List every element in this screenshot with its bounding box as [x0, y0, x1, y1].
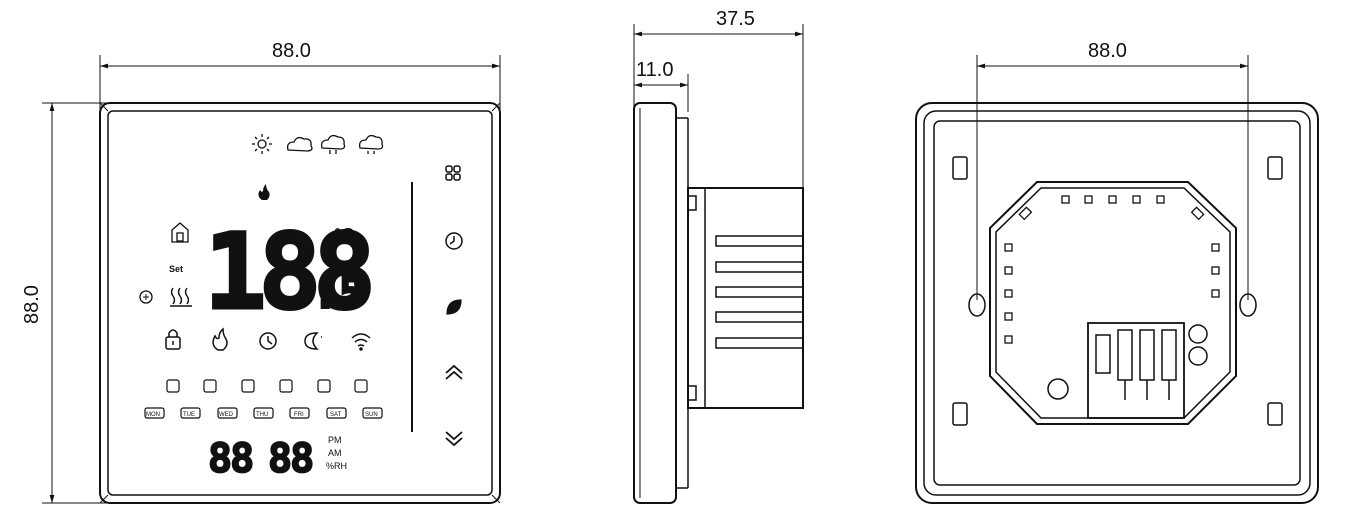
prog-3-icon	[241, 379, 255, 393]
cloud-icon	[286, 136, 313, 152]
heating-icon	[170, 287, 192, 307]
cloud-rain-icon	[320, 134, 346, 154]
front-height-label: 88.0	[21, 285, 43, 324]
main-temperature-display: 188	[204, 211, 370, 333]
house-icon	[171, 222, 189, 243]
temperature-unit: °C	[334, 225, 354, 245]
day-sat: SAT	[330, 412, 342, 418]
prog-4-icon	[279, 379, 293, 393]
front-panel-inner	[107, 110, 493, 496]
prog-2-icon	[203, 379, 217, 393]
clock-icon	[259, 332, 277, 350]
prog-1-icon	[166, 379, 180, 393]
fan-mode-icon	[139, 290, 153, 304]
side-front-depth-label: 11.0	[636, 59, 673, 81]
clock-key-icon	[445, 232, 463, 250]
side-back-box	[687, 187, 804, 409]
moon-icon	[304, 332, 322, 350]
fan-icon	[445, 165, 461, 181]
day-sun: SUN	[365, 412, 378, 418]
terminal-block	[1087, 322, 1185, 419]
leaf-icon	[446, 299, 462, 315]
chevron-up-icon	[445, 364, 463, 380]
lock-icon	[165, 329, 181, 350]
chevron-down-icon	[445, 431, 463, 447]
back-view	[915, 55, 1319, 504]
side-depth-label: 37.5	[716, 8, 755, 30]
day-wed: WED	[219, 412, 234, 418]
rh-label: %RH	[326, 461, 347, 471]
temperature-decimal: .5	[312, 268, 365, 319]
front-width-label: 88.0	[272, 40, 311, 62]
back-width-label: 88.0	[1088, 40, 1127, 62]
back-frame-outer	[915, 102, 1319, 504]
pm-label: PM	[328, 435, 342, 445]
day-boxes	[144, 407, 383, 419]
side-view	[633, 24, 804, 504]
side-fins	[715, 235, 804, 349]
cloud-snow-icon	[358, 134, 384, 154]
left-mounting-hole	[968, 293, 986, 317]
time-minutes-display: 88	[268, 436, 312, 482]
day-mon: MON	[146, 412, 160, 418]
front-view: Set	[42, 55, 501, 504]
day-tue: TUE	[183, 412, 195, 418]
am-label: AM	[328, 448, 342, 458]
right-mounting-hole	[1239, 293, 1257, 317]
prog-5-icon	[317, 379, 331, 393]
flame-outline-icon	[212, 327, 228, 351]
prog-6-icon	[354, 379, 368, 393]
side-front-plate	[633, 102, 677, 504]
set-label: Set	[169, 264, 183, 274]
front-icons	[144, 165, 463, 447]
wifi-icon	[351, 333, 371, 351]
front-panel-outer	[99, 102, 501, 504]
time-hours-display: 88	[208, 436, 252, 482]
day-fri: FRI	[294, 412, 304, 418]
back-box-outer	[989, 181, 1237, 425]
flame-icon	[258, 184, 270, 200]
sun-icon	[252, 134, 272, 154]
day-thu: THU	[256, 412, 268, 418]
